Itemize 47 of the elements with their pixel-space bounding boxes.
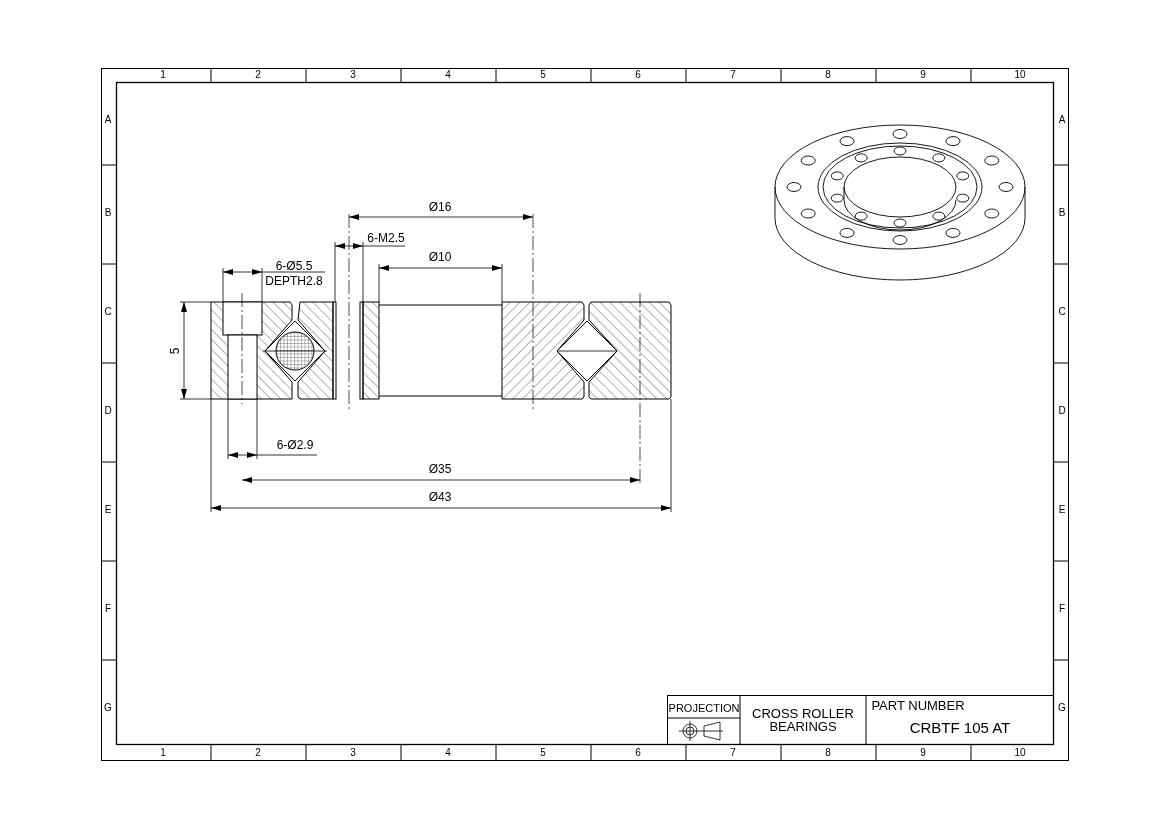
- grid-reference-label: E: [1058, 505, 1066, 515]
- grid-reference-label: A: [104, 115, 112, 125]
- grid-reference-label: 4: [445, 748, 451, 758]
- dimension-text: Ø16: [428, 201, 452, 213]
- grid-reference-label: F: [104, 604, 112, 614]
- grid-reference-label: 8: [825, 70, 831, 80]
- grid-reference-label: B: [104, 208, 112, 218]
- grid-reference-label: G: [1058, 703, 1066, 713]
- grid-reference-label: G: [104, 703, 112, 713]
- grid-reference-label: 6: [635, 748, 641, 758]
- title-block-text: CROSS ROLLER BEARINGS: [751, 707, 855, 733]
- grid-reference-label: 6: [635, 70, 641, 80]
- dimension-text: DEPTH2.8: [265, 275, 323, 287]
- grid-reference-label: 7: [730, 748, 736, 758]
- grid-reference-label: 1: [160, 748, 166, 758]
- grid-reference-label: C: [104, 307, 112, 317]
- dimension-text: 6-Ø5.5: [275, 260, 313, 272]
- grid-reference-label: 1: [160, 70, 166, 80]
- grid-reference-label: 3: [350, 748, 356, 758]
- grid-reference-label: 10: [1014, 748, 1026, 758]
- grid-reference-label: 5: [540, 748, 546, 758]
- dimension-text: Ø10: [428, 251, 452, 263]
- title-block-text: PROJECTION: [668, 702, 740, 714]
- title-block-text: PART NUMBER: [871, 698, 965, 712]
- grid-reference-label: 4: [445, 70, 451, 80]
- grid-reference-label: 5: [540, 70, 546, 80]
- dimension-text: 6-Ø2.9: [276, 439, 314, 451]
- grid-reference-label: D: [104, 406, 112, 416]
- dimension-text: Ø35: [428, 463, 452, 475]
- grid-reference-label: 2: [255, 70, 261, 80]
- dimension-text: 6-M2.5: [367, 232, 405, 244]
- grid-reference-label: C: [1058, 307, 1066, 317]
- grid-reference-label: F: [1058, 604, 1066, 614]
- grid-reference-label: D: [1058, 406, 1066, 416]
- grid-reference-label: E: [104, 505, 112, 515]
- grid-reference-label: 10: [1014, 70, 1026, 80]
- grid-reference-label: A: [1058, 115, 1066, 125]
- grid-reference-label: 7: [730, 70, 736, 80]
- grid-reference-label: 3: [350, 70, 356, 80]
- dimension-text: 5: [169, 347, 181, 355]
- grid-reference-label: 9: [920, 70, 926, 80]
- grid-reference-label: 2: [255, 748, 261, 758]
- dimension-text: Ø43: [428, 491, 452, 503]
- title-block-text: CRBTF 105 AT: [909, 719, 1011, 735]
- grid-reference-label: 9: [920, 748, 926, 758]
- grid-reference-label: B: [1058, 208, 1066, 218]
- grid-reference-label: 8: [825, 748, 831, 758]
